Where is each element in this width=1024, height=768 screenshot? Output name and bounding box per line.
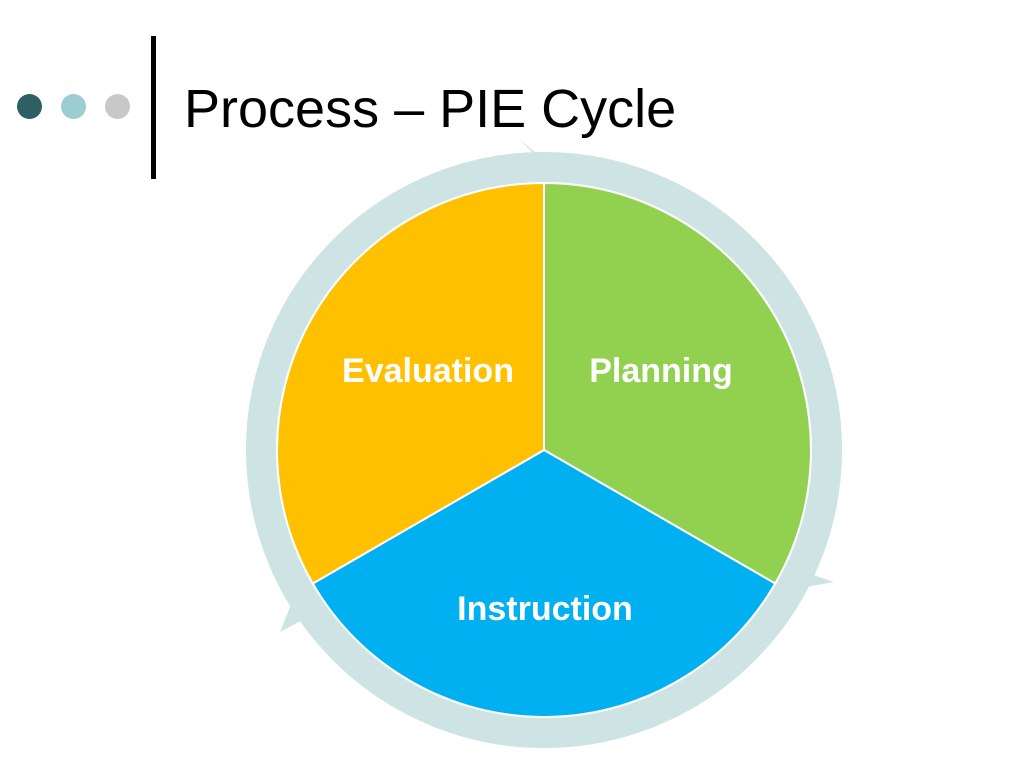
title-divider xyxy=(151,36,156,179)
ring-track xyxy=(246,152,842,748)
segment-planning xyxy=(543,181,812,585)
label-planning: Planning xyxy=(589,352,733,390)
segment-evaluation xyxy=(276,181,545,585)
bullet-dots xyxy=(17,94,137,120)
label-evaluation: Evaluation xyxy=(342,352,514,390)
label-instruction: Instruction xyxy=(457,590,633,628)
dot-light-teal xyxy=(61,94,86,119)
slide-title: Process – PIE Cycle xyxy=(184,79,677,139)
dot-dark-teal xyxy=(17,94,42,119)
segment-instruction xyxy=(311,448,777,718)
dot-gray xyxy=(105,94,130,119)
